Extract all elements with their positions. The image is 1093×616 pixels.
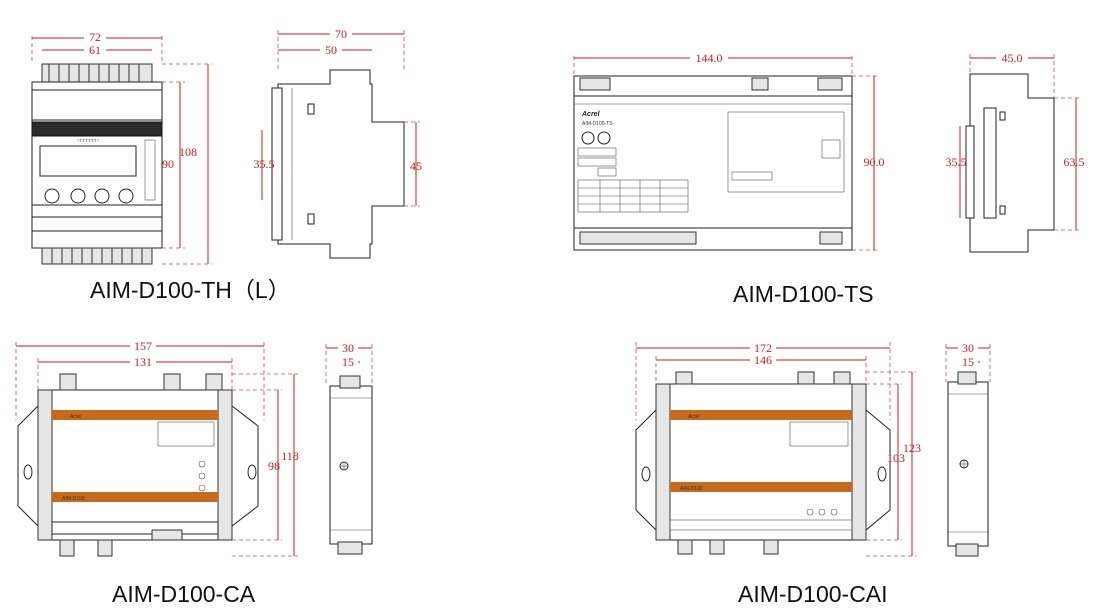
dim-th-side-width-outer: 70 xyxy=(335,27,347,41)
svg-text:□□□□□□□: □□□□□□□ xyxy=(77,138,98,144)
ts-brand: Acrel xyxy=(581,111,601,118)
caption-aim-d100-ca: AIM-D100-CA xyxy=(112,581,256,607)
dim-ca-width-outer: 157 xyxy=(134,339,152,353)
dim-th-side-rail: 35.5 xyxy=(254,157,275,171)
dim-ca-height-inner: 98 xyxy=(268,459,280,473)
dim-th-height-outer: 108 xyxy=(179,145,197,159)
cai-side-view: 30 15 xyxy=(945,341,991,557)
dim-ts-width: 144.0 xyxy=(696,51,723,65)
dim-ts-side-height: 63.5 xyxy=(1064,155,1085,169)
th-front-view: □□□□□□□ 72 61 108 90 xyxy=(31,30,291,303)
dim-ts-side-width: 45.0 xyxy=(1002,51,1023,65)
dim-ts-side-rail: 35.5 xyxy=(946,155,967,169)
dim-ca-side-width-outer: 30 xyxy=(342,341,354,355)
dim-th-side-height: 45 xyxy=(410,159,422,173)
dim-ts-height: 90.0 xyxy=(864,155,885,169)
dim-ca-height-outer: 118 xyxy=(281,449,299,463)
th-side-view: 70 50 35.5 45 xyxy=(254,27,422,259)
dim-ca-side-width-inner: 15 xyxy=(342,355,354,369)
ts-side-view: 45.0 35.5 63.5 xyxy=(946,51,1085,253)
caption-aim-d100-cai: AIM-D100-CAI xyxy=(738,581,888,607)
ca-model-label: AIM-D100 xyxy=(62,496,85,502)
cai-front-view: Acrel AIM-D100 172 146 123 103 AIM-D xyxy=(635,341,921,607)
dim-ca-width-inner: 131 xyxy=(134,355,152,369)
dim-th-width-inner: 61 xyxy=(89,43,101,57)
dim-th-height-inner: 90 xyxy=(162,157,174,171)
ca-front-view: Acrel AIM-D100 157 131 118 98 AIM-D1 xyxy=(15,339,299,607)
ca-side-view: 30 15 xyxy=(325,341,373,555)
ts-model-label: AIM-D100-TS xyxy=(582,121,613,127)
dim-cai-height-inner: 103 xyxy=(887,451,905,465)
cai-model-label: AIM-D100 xyxy=(680,486,703,492)
ts-front-view: Acrel AIM-D100-TS 144.0 90.0 AIM-D10 xyxy=(573,51,885,307)
dim-cai-width-outer: 172 xyxy=(754,341,772,355)
caption-aim-d100-th: AIM-D100-TH（L） xyxy=(90,277,291,303)
ca-brand: Acrel xyxy=(69,414,82,420)
dim-cai-side-width-inner: 15 xyxy=(962,355,974,369)
dim-cai-side-width-outer: 30 xyxy=(962,341,974,355)
dim-th-side-width-inner: 50 xyxy=(325,43,337,57)
dim-cai-height-outer: 123 xyxy=(903,441,921,455)
cai-brand: Acrel xyxy=(687,414,700,420)
dim-cai-width-inner: 146 xyxy=(754,353,772,367)
caption-aim-d100-ts: AIM-D100-TS xyxy=(733,281,874,307)
dim-th-width-outer: 72 xyxy=(89,30,101,44)
